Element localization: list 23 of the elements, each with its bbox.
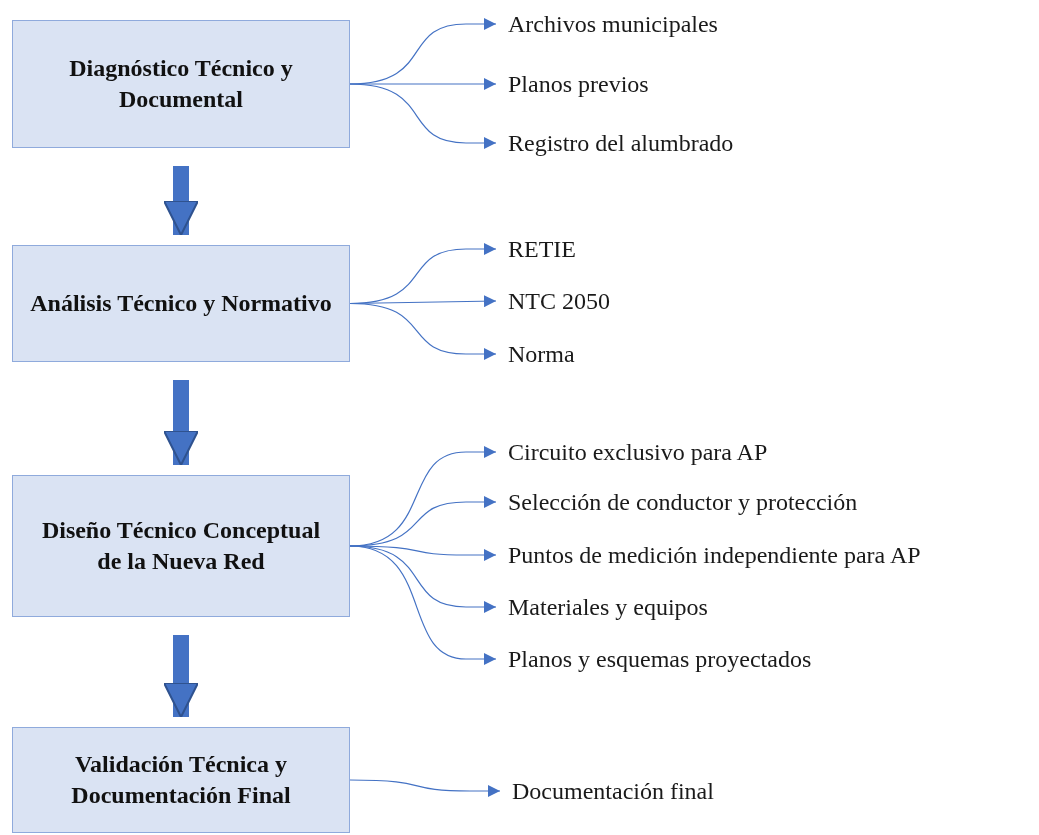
connector-arrow	[349, 302, 497, 360]
block-arrow	[163, 166, 199, 236]
item-label: Materiales y equipos	[496, 589, 708, 625]
item-label: Puntos de medición independiente para AP	[496, 537, 921, 573]
item-label: Norma	[496, 336, 575, 372]
item-label: Registro del alumbrado	[496, 125, 734, 161]
item-label: Planos previos	[496, 66, 649, 102]
process-box: Diagnóstico Técnico y Documental	[12, 20, 350, 148]
item-label: Selección de conductor y protección	[496, 484, 858, 520]
block-arrow	[163, 380, 199, 466]
process-box: Diseño Técnico Conceptual de la Nueva Red	[12, 475, 350, 617]
process-box: Análisis Técnico y Normativo	[12, 245, 350, 362]
connector-arrow	[349, 779, 501, 797]
connector-arrow	[349, 545, 497, 665]
item-label: Planos y esquemas proyectados	[496, 641, 812, 677]
item-label: Circuito exclusivo para AP	[496, 434, 768, 470]
item-label: NTC 2050	[496, 283, 610, 319]
connector-arrow	[349, 83, 497, 149]
item-label: RETIE	[496, 231, 576, 267]
item-label: Documentación final	[500, 773, 714, 809]
process-box: Validación Técnica y Documentación Final	[12, 727, 350, 833]
item-label: Archivos municipales	[496, 6, 718, 42]
block-arrow	[163, 635, 199, 718]
